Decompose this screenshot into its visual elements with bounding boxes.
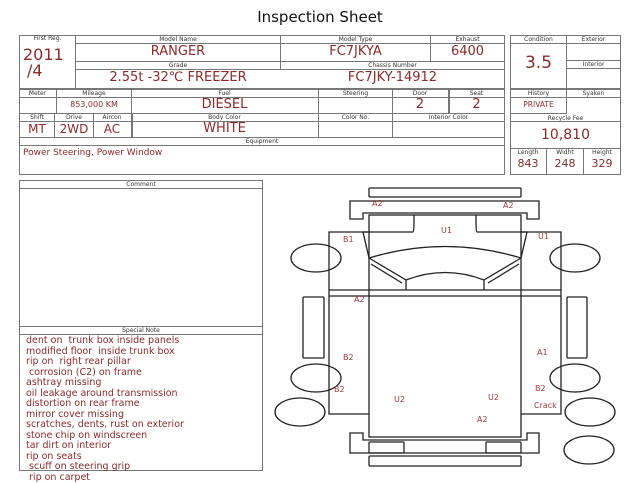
damage-mark: B1	[343, 235, 354, 244]
damage-mark: B2	[535, 384, 546, 393]
damage-mark: U1	[441, 226, 452, 235]
damage-mark: B2	[343, 353, 354, 362]
damage-mark: U1	[538, 232, 549, 241]
damage-mark: Crack	[534, 401, 557, 410]
rear-light-left	[369, 442, 404, 453]
damage-mark: U2	[488, 393, 499, 402]
front-bar	[369, 188, 521, 197]
damage-mark: U2	[394, 395, 405, 404]
right-mirror	[567, 297, 587, 358]
wheel-spare-left	[275, 398, 325, 426]
wheel-spare-bottom	[564, 436, 614, 464]
damage-mark: A2	[354, 295, 365, 304]
body-sides	[329, 232, 561, 414]
wheel-rear-right	[550, 364, 600, 392]
damage-mark: A2	[503, 201, 514, 210]
damage-mark: A2	[372, 199, 383, 208]
rear-light-right	[486, 442, 521, 453]
a-pillars	[363, 232, 527, 258]
truck-body	[369, 215, 521, 437]
damage-mark: B2	[334, 385, 345, 394]
damage-mark: A2	[477, 415, 488, 424]
rear-bar	[369, 456, 521, 466]
windshield	[369, 247, 521, 291]
left-mirror	[303, 297, 324, 358]
rear-bumper	[350, 433, 539, 453]
wheel-front-right	[550, 244, 600, 272]
wheel-spare-right	[565, 398, 615, 426]
damage-mark: A1	[537, 348, 548, 357]
wheel-front-left	[291, 244, 341, 272]
